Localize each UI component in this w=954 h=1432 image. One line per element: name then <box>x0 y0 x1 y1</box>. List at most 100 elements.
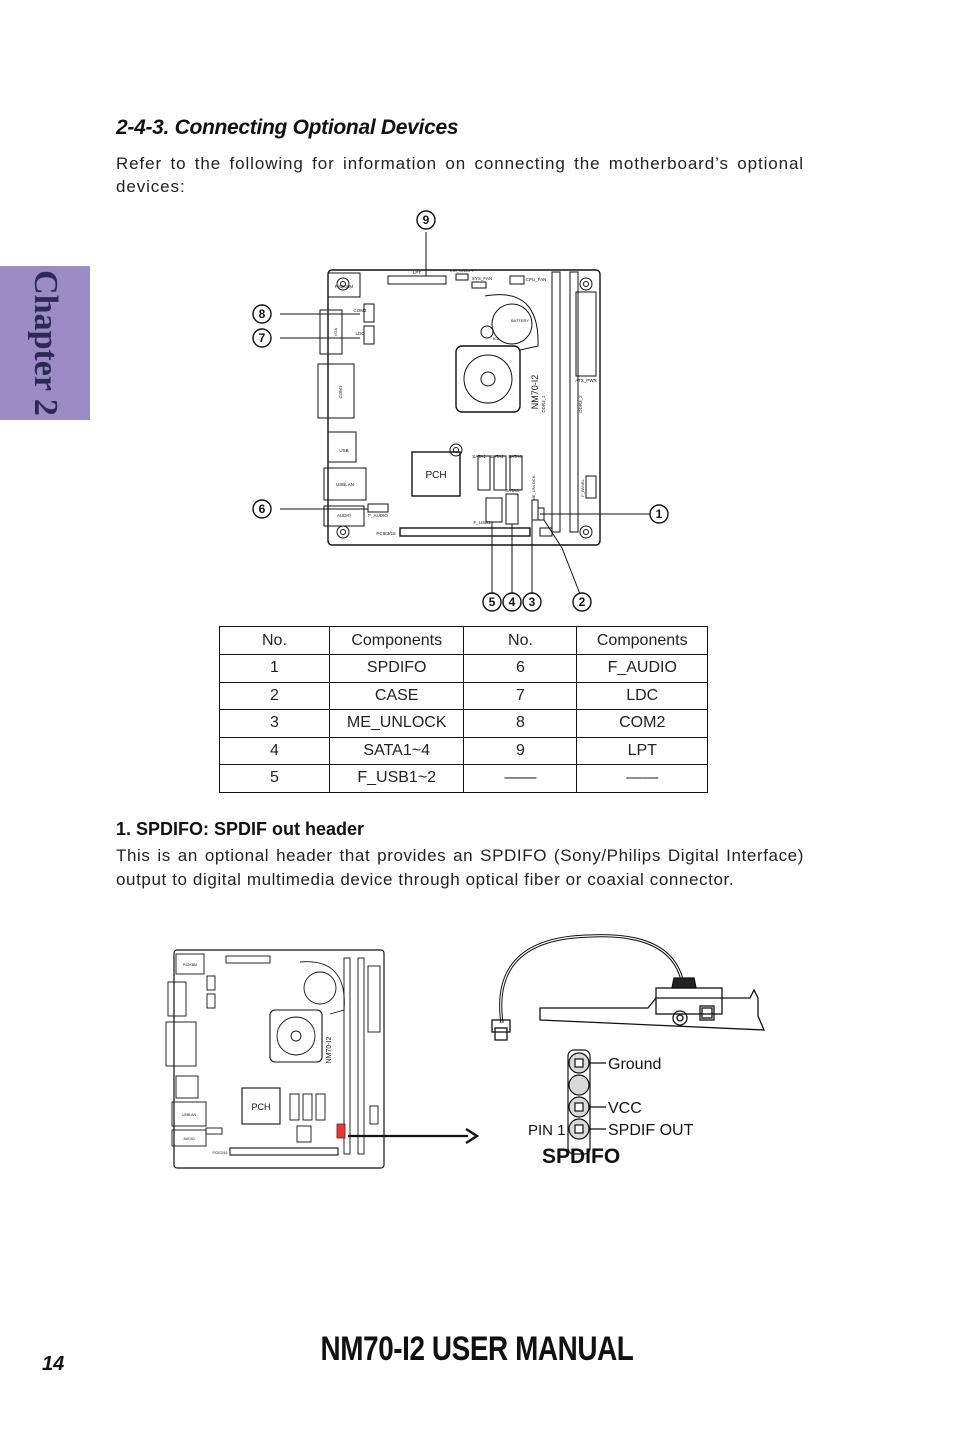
sata2-port <box>493 455 507 491</box>
sata4-port <box>509 455 523 491</box>
table-cell: —— <box>576 764 708 793</box>
table-cell: F_USB1~2 <box>328 764 465 793</box>
spdif-description: This is an optional header that provides… <box>116 846 804 889</box>
label-sysfan: SYS_FAN <box>472 276 492 281</box>
table-cell: 2 <box>219 681 330 710</box>
table-cell: —— <box>463 764 578 793</box>
spdif-title: 1. SPDIFO: SPDIF out header <box>116 819 365 839</box>
callout-8: 8 <box>259 307 266 321</box>
label-cir: CIR_ON/OFF <box>450 268 475 273</box>
label-pch: PCH <box>425 470 446 481</box>
table-cell: LDC <box>576 681 708 710</box>
ddr3-1-slot <box>551 271 561 533</box>
vga-port <box>319 309 343 355</box>
ddr3-2-slot <box>569 271 579 533</box>
label-meunlock: ME_UNLOCK <box>531 475 536 500</box>
ldc-header <box>363 325 375 345</box>
table-cell: 4 <box>219 736 330 765</box>
table-header: No. <box>219 626 330 655</box>
faudio-header <box>367 503 389 513</box>
table-cell: 3 <box>219 709 330 738</box>
table-cell: SATA1~4 <box>328 736 465 765</box>
spdif-board-diagram: PCH NM70-I2 PS2KBM USBLAN AUDIO PCIE3/16 <box>165 949 480 1169</box>
table-row: 3 ME_UNLOCK 8 COM2 <box>219 709 708 738</box>
label-ddr2: DDR3_2 <box>578 395 583 413</box>
callout-3: 3 <box>529 595 536 609</box>
board-outline <box>327 269 601 546</box>
com2-header <box>363 303 375 323</box>
label-atx: ATX_PWR <box>575 378 597 383</box>
label-fusb: F_USB1 <box>473 520 491 525</box>
me-unlock-header <box>531 499 539 521</box>
label-fpanel: F_PANEL <box>580 478 585 496</box>
spdifo-highlight <box>336 1123 346 1139</box>
ps2-port <box>327 272 361 298</box>
label-usblan-small: USBLAN <box>182 1113 196 1117</box>
pin-label-spdif-out: SPDIF OUT <box>608 1122 694 1139</box>
cpu-cooler <box>455 345 521 413</box>
pin-label-pin1: PIN 1 <box>528 1122 566 1139</box>
pch-chip <box>411 451 461 497</box>
com1-port <box>317 363 355 419</box>
label-ps2: PS2KBM <box>335 284 354 289</box>
sata1-port <box>477 455 491 491</box>
table-header-row: No. Components No. Components <box>219 626 708 655</box>
fusb-header <box>485 497 503 523</box>
table-cell: ME_UNLOCK <box>328 709 465 738</box>
table-header: No. <box>463 626 578 655</box>
section-title: 2-4-3. Connecting Optional Devices <box>116 116 459 139</box>
section-intro: Refer to the following for information o… <box>116 154 804 196</box>
label-ps2-small: PS2KBM <box>183 963 197 967</box>
label-sata3: SATA3 <box>505 488 519 493</box>
table-cell: COM2 <box>576 709 708 738</box>
callout-7: 7 <box>259 331 266 345</box>
label-vga: VGA <box>333 327 338 336</box>
table-cell: 1 <box>219 654 330 683</box>
usblan-port <box>323 467 367 501</box>
fpanel-header <box>585 475 597 499</box>
lpt-header <box>387 275 447 285</box>
cable <box>499 934 684 1024</box>
label-com2: COM2 <box>353 308 366 313</box>
label-battery: BATTERY <box>511 318 529 323</box>
callout-9: 9 <box>423 213 430 227</box>
label-audio: AUDIO <box>337 513 352 518</box>
atx-power <box>575 291 597 377</box>
table-cell: SPDIFO <box>328 654 465 683</box>
label-cpufan: CPU_FAN <box>526 277 547 282</box>
label-ddr1: DDR3_1 <box>541 395 546 413</box>
label-com1: COM1 <box>338 385 343 398</box>
callout-circles <box>252 210 669 612</box>
page-number: 14 <box>42 1353 65 1375</box>
table-cell: F_AUDIO <box>576 654 708 683</box>
label-audio-small: AUDIO <box>183 1137 194 1141</box>
pin-label-vcc: VCC <box>608 1100 642 1117</box>
table-header: Components <box>328 626 465 655</box>
chapter-tab-label: Chapter 2 <box>27 270 64 416</box>
table-cell: 7 <box>463 681 578 710</box>
label-model-small: NM70-I2 <box>326 1036 333 1063</box>
table-header: Components <box>576 626 708 655</box>
chapter-tab: Chapter 2 <box>0 266 90 420</box>
label-lpt: LPT <box>413 270 422 275</box>
callout-1: 1 <box>656 507 663 521</box>
label-sata1: SATA1 <box>472 454 486 459</box>
callout-2: 2 <box>579 595 586 609</box>
table-cell: 5 <box>219 764 330 793</box>
components-table: No. Components No. Components 1 SPDIFO 6… <box>219 626 708 793</box>
table-cell: CASE <box>328 681 465 710</box>
label-pch-small: PCH <box>251 1102 270 1112</box>
bracket-plate <box>539 988 766 1031</box>
label-usblan: USBLAN <box>336 482 354 487</box>
table-cell: 6 <box>463 654 578 683</box>
usb-port <box>327 431 357 463</box>
label-sata4: SATA4 <box>508 454 522 459</box>
label-pcie-small: PCIE3/16 <box>213 1151 228 1155</box>
label-sata2: SATA2 <box>490 454 504 459</box>
audio-port <box>323 505 365 527</box>
manual-title: NM70-I2 USER MANUAL <box>320 1330 634 1368</box>
table-row: 4 SATA1~4 9 LPT <box>219 736 708 765</box>
table-cell: 8 <box>463 709 578 738</box>
label-ldc: LDC <box>355 331 365 336</box>
label-pcie: PCIE3/16 <box>376 531 396 536</box>
